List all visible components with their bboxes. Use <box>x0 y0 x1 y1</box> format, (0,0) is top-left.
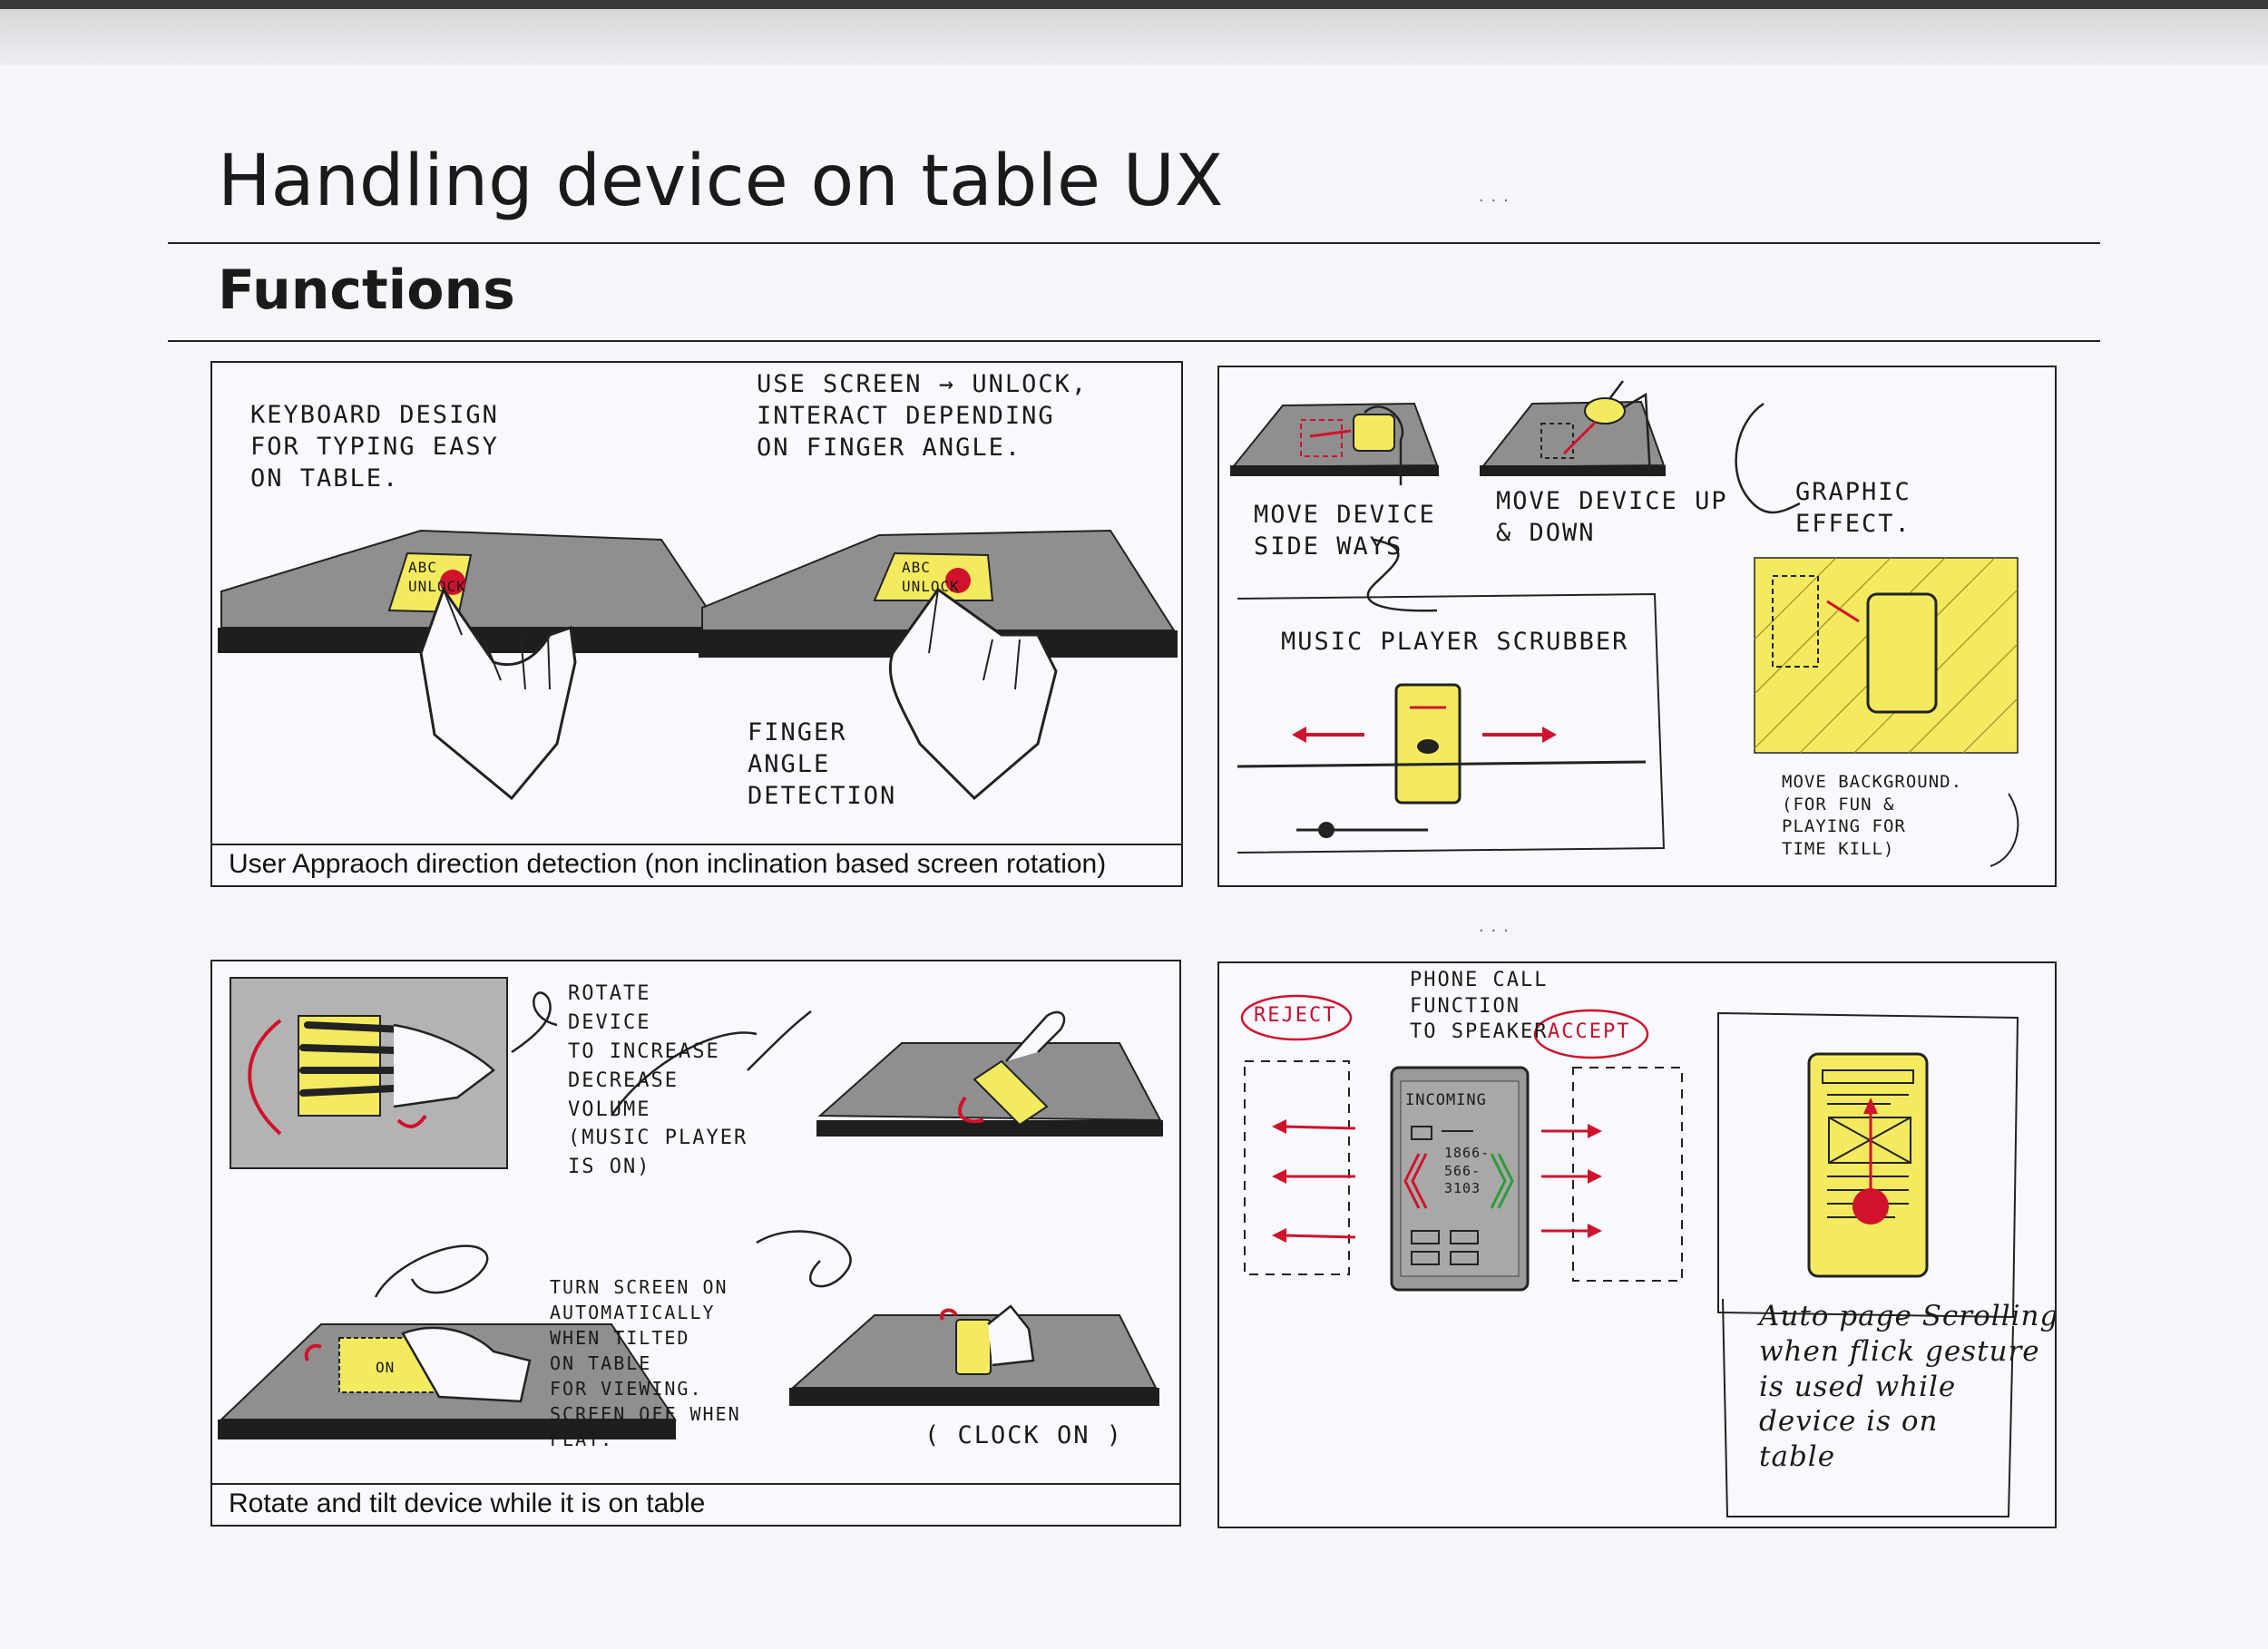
device-clock <box>955 1319 992 1375</box>
device-rotate <box>298 1015 381 1117</box>
caption-rotate-tilt: Rotate and tilt device while it is on ta… <box>212 1483 1179 1525</box>
arrow-sideways <box>1309 429 1352 438</box>
note-finger-angle: FINGER ANGLE DETECTION <box>748 718 897 811</box>
device-on-label: ON <box>376 1359 396 1376</box>
device-autoscroll <box>1807 1052 1929 1278</box>
note-auto-scroll: Auto page Scrolling when flick gesture i… <box>1759 1300 2057 1473</box>
caption-approach: User Appraoch direction detection (non i… <box>212 844 1181 885</box>
hand-left <box>419 586 577 801</box>
scan-dots: ... <box>1479 186 1516 206</box>
note-move-sideways: MOVE DEVICE SIDE WAYS <box>1254 501 1436 561</box>
panel-approach-sketch <box>218 529 1178 801</box>
panel-rotate-tilt: ROTATE DEVICE TO INCREASE DECREASE VOLUM… <box>210 960 1181 1527</box>
panel-rotate-sketch <box>218 977 1163 1439</box>
arrows-reject <box>1282 1125 1356 1239</box>
table-left <box>220 529 722 629</box>
arrow-rotate-right <box>396 1114 427 1128</box>
arrow-rotate-left <box>248 1019 282 1136</box>
chevron-accept-icon <box>1490 1153 1514 1209</box>
autoscroll-device-frame <box>1717 1011 2019 1319</box>
device-right-label: ABC UNLOCK <box>902 559 960 595</box>
note-keyboard-design: KEYBOARD DESIGN FOR TYPING EASY ON TABLE… <box>250 401 499 493</box>
arrow-updown <box>1562 420 1598 455</box>
arrows-accept <box>1541 1129 1591 1233</box>
label-reject: REJECT <box>1254 1004 1337 1027</box>
panel-phone-sketch <box>1240 994 2019 1517</box>
scrubber-track <box>1237 760 1647 768</box>
device-left-label: ABC UNLOCK <box>408 559 466 595</box>
note-phone-call: PHONE CALL FUNCTION TO SPEAKER <box>1410 969 1549 1044</box>
arrow-graphic <box>1826 600 1860 623</box>
accept-oval <box>1533 1009 1649 1059</box>
page-title: Handling device on table UX <box>218 141 1224 222</box>
device-tilt-top <box>973 1059 1049 1127</box>
reject-zone <box>1244 1060 1350 1275</box>
scan-border <box>0 0 2268 65</box>
touch-point-angled <box>945 568 971 593</box>
panel-approach-direction: KEYBOARD DESIGN FOR TYPING EASY ON TABLE… <box>210 361 1183 887</box>
note-turn-screen: TURN SCREEN ON AUTOMATICALLY WHEN TILTED… <box>550 1276 741 1450</box>
scan-dots: ... <box>1479 916 1516 936</box>
touch-point <box>440 570 465 595</box>
section-title: Functions <box>218 259 515 322</box>
phone-incoming-label: INCOMING <box>1405 1091 1487 1109</box>
panel-phone-scroll: PHONE CALL FUNCTION TO SPEAKER REJECT AC… <box>1217 961 2057 1528</box>
accept-zone <box>1572 1067 1683 1282</box>
device-updown <box>1584 397 1626 424</box>
note-music-scrubber: MUSIC PLAYER SCRUBBER <box>1281 628 1629 656</box>
label-accept: ACCEPT <box>1548 1020 1631 1043</box>
note-rotate-volume: ROTATE DEVICE TO INCREASE DECREASE VOLUM… <box>568 982 748 1179</box>
note-use-screen: USE SCREEN → UNLOCK, INTERACT DEPENDING … <box>757 370 1089 463</box>
phone-number: 1866- 566- 3103 <box>1444 1145 1491 1196</box>
chevron-reject-icon <box>1403 1153 1428 1209</box>
device-graphic <box>1866 592 1938 714</box>
device-ghost-sideways <box>1300 419 1343 457</box>
title-divider <box>168 242 2100 244</box>
note-move-background: MOVE BACKGROUND. (FOR FUN & PLAYING FOR … <box>1782 772 1963 860</box>
reject-oval <box>1240 994 1353 1041</box>
note-graphic-effect: GRAPHIC EFFECT. <box>1795 478 1911 539</box>
panel-move-sketch <box>1230 380 2019 867</box>
note-move-updown: MOVE DEVICE UP & DOWN <box>1496 487 1728 548</box>
note-clock-on: ( CLOCK ON ) <box>924 1421 1124 1449</box>
subtitle-divider <box>168 340 2100 342</box>
table-sideways <box>1230 402 1439 469</box>
panel-move-device: MOVE DEVICE SIDE WAYS MOVE DEVICE UP & D… <box>1217 366 2057 887</box>
touch-point-flick <box>1853 1188 1889 1225</box>
hand-right <box>888 587 1058 801</box>
scrubber-frame <box>1237 592 1666 854</box>
device-sideways <box>1353 414 1395 452</box>
